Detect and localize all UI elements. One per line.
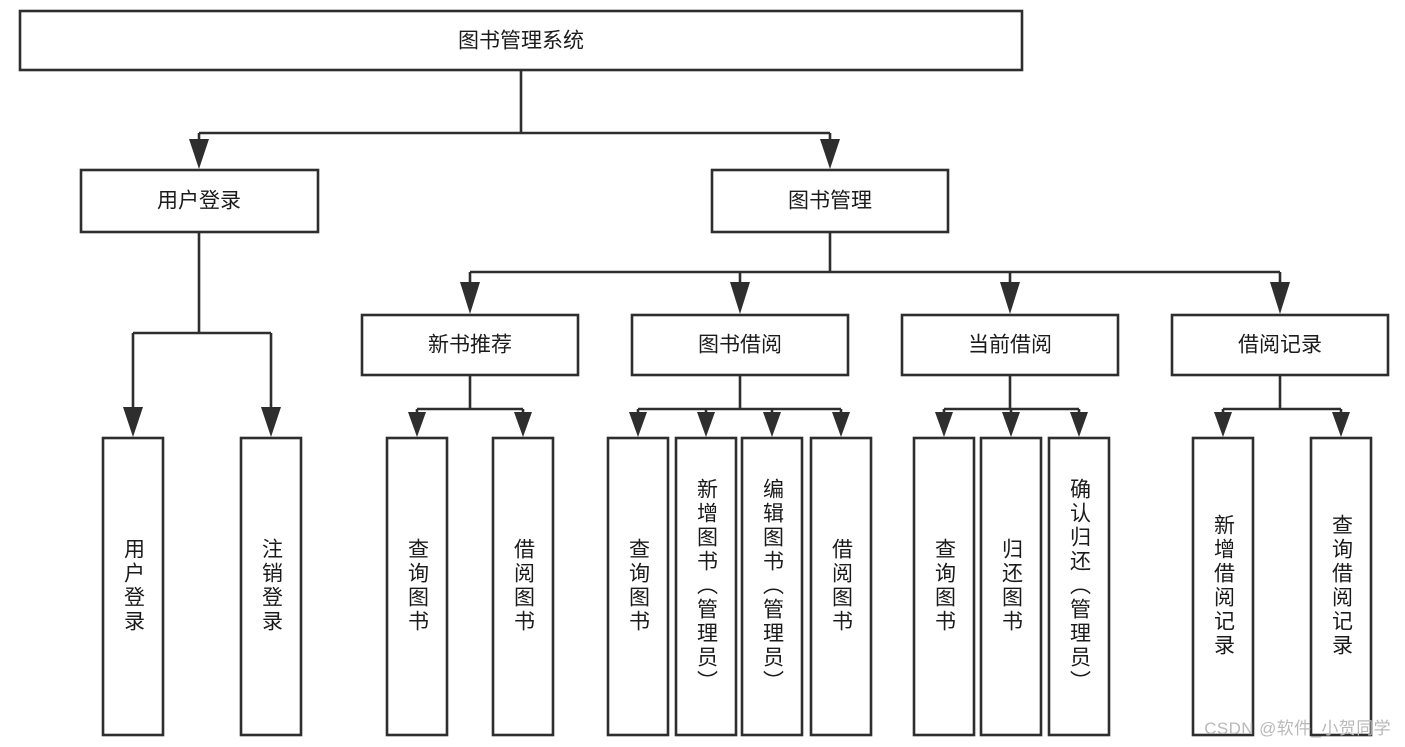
node-leaf-confirm-return[interactable]: 确认归还（管理员）	[1047, 436, 1111, 737]
node-root-box[interactable]	[18, 9, 1024, 72]
node-leaf-add-book[interactable]: 新增图书（管理员）	[674, 436, 738, 737]
node-leaf-confirm-return-box[interactable]	[1047, 436, 1111, 737]
node-book-manage[interactable]: 图书管理	[710, 168, 950, 234]
connector-userlogin-to-leaves	[123, 232, 281, 437]
node-borrow-record[interactable]: 借阅记录	[1170, 313, 1390, 377]
node-user-login[interactable]: 用户登录	[79, 168, 320, 234]
node-leaf-query-book-3[interactable]: 查询图书	[912, 436, 976, 737]
node-leaf-user-login[interactable]: 用户登录	[101, 436, 165, 737]
arrow-icon	[832, 412, 850, 437]
node-new-book-recommend-box[interactable]	[360, 313, 580, 377]
arrow-icon	[1002, 412, 1020, 437]
node-leaf-borrow-book-1[interactable]: 借阅图书	[491, 436, 555, 737]
node-borrow-record-box[interactable]	[1170, 313, 1390, 377]
connector-bookborrow-to-leaves	[629, 375, 850, 437]
arrow-icon	[935, 412, 953, 437]
node-leaf-query-book-2-box[interactable]	[606, 436, 670, 737]
node-leaf-edit-book-box[interactable]	[740, 436, 804, 737]
node-leaf-logout-login-label: 注销登录	[260, 538, 284, 634]
node-current-borrow-box[interactable]	[900, 313, 1120, 377]
arrow-icon	[730, 282, 750, 314]
node-leaf-borrow-book-2[interactable]: 借阅图书	[809, 436, 873, 737]
node-leaf-add-record[interactable]: 新增借阅记录	[1191, 436, 1255, 737]
node-leaf-query-record-box[interactable]	[1309, 436, 1373, 737]
node-leaf-query-book-1[interactable]: 查询图书	[385, 436, 449, 737]
arrow-icon	[408, 412, 426, 437]
arrow-icon	[697, 412, 715, 437]
node-leaf-return-book[interactable]: 归还图书	[979, 436, 1043, 737]
node-book-borrow-box[interactable]	[630, 313, 850, 377]
connector-root-to-level2	[189, 70, 840, 169]
node-leaf-logout-login[interactable]: 注销登录	[239, 436, 303, 737]
node-user-login-label: 用户登录	[157, 190, 241, 213]
node-root-label: 图书管理系统	[458, 30, 584, 53]
node-borrow-record-label: 借阅记录	[1238, 334, 1322, 357]
node-new-book-recommend-label: 新书推荐	[428, 334, 512, 357]
connector-bookmanage-to-level3	[460, 232, 1290, 314]
arrow-icon	[1000, 282, 1020, 314]
node-leaf-query-book-3-box[interactable]	[912, 436, 976, 737]
node-leaf-user-login-label: 用户登录	[122, 538, 146, 634]
node-leaf-borrow-book-1-label: 借阅图书	[512, 538, 536, 634]
node-leaf-query-book-1-box[interactable]	[385, 436, 449, 737]
arrow-icon	[514, 412, 532, 437]
node-leaf-confirm-return-label: 确认归还（管理员）	[1068, 478, 1092, 694]
arrow-icon	[1270, 282, 1290, 314]
node-leaf-borrow-book-1-box[interactable]	[491, 436, 555, 737]
node-leaf-return-book-label: 归还图书	[1000, 538, 1024, 634]
node-leaf-logout-login-box[interactable]	[239, 436, 303, 737]
connector-newbook-to-leaves	[408, 375, 532, 437]
node-leaf-borrow-book-2-box[interactable]	[809, 436, 873, 737]
node-current-borrow[interactable]: 当前借阅	[900, 313, 1120, 377]
node-leaf-query-book-2-label: 查询图书	[627, 538, 651, 634]
node-root[interactable]: 图书管理系统	[18, 9, 1024, 72]
node-leaf-add-record-label: 新增借阅记录	[1212, 514, 1236, 658]
node-book-borrow-label: 图书借阅	[698, 334, 782, 357]
node-leaf-add-book-box[interactable]	[674, 436, 738, 737]
arrow-icon	[763, 412, 781, 437]
arrow-icon	[189, 139, 209, 169]
arrow-icon	[460, 282, 480, 314]
node-leaf-query-book-3-label: 查询图书	[933, 538, 957, 634]
node-leaf-edit-book[interactable]: 编辑图书（管理员）	[740, 436, 804, 737]
node-leaf-query-record[interactable]: 查询借阅记录	[1309, 436, 1373, 737]
node-leaf-query-book-2[interactable]: 查询图书	[606, 436, 670, 737]
connector-borrowrecord-to-leaves	[1214, 375, 1350, 437]
arrow-icon	[261, 407, 281, 437]
node-book-manage-label: 图书管理	[788, 190, 872, 213]
node-current-borrow-label: 当前借阅	[968, 334, 1052, 357]
connector-currentborrow-to-leaves	[935, 375, 1088, 437]
node-leaf-borrow-book-2-label: 借阅图书	[830, 538, 854, 634]
node-leaf-add-book-label: 新增图书（管理员）	[695, 478, 719, 694]
node-new-book-recommend[interactable]: 新书推荐	[360, 313, 580, 377]
node-leaf-add-record-box[interactable]	[1191, 436, 1255, 737]
arrow-icon	[1332, 412, 1350, 437]
node-book-manage-box[interactable]	[710, 168, 950, 234]
arrow-icon	[820, 139, 840, 169]
arrow-icon	[123, 407, 143, 437]
arrow-icon	[629, 412, 647, 437]
node-leaf-edit-book-label: 编辑图书（管理员）	[761, 478, 785, 694]
node-book-borrow[interactable]: 图书借阅	[630, 313, 850, 377]
node-leaf-user-login-box[interactable]	[101, 436, 165, 737]
node-leaf-query-book-1-label: 查询图书	[406, 538, 430, 634]
arrow-icon	[1070, 412, 1088, 437]
arrow-icon	[1214, 412, 1232, 437]
node-leaf-query-record-label: 查询借阅记录	[1330, 514, 1354, 658]
node-leaf-return-book-box[interactable]	[979, 436, 1043, 737]
node-user-login-box[interactable]	[79, 168, 320, 234]
